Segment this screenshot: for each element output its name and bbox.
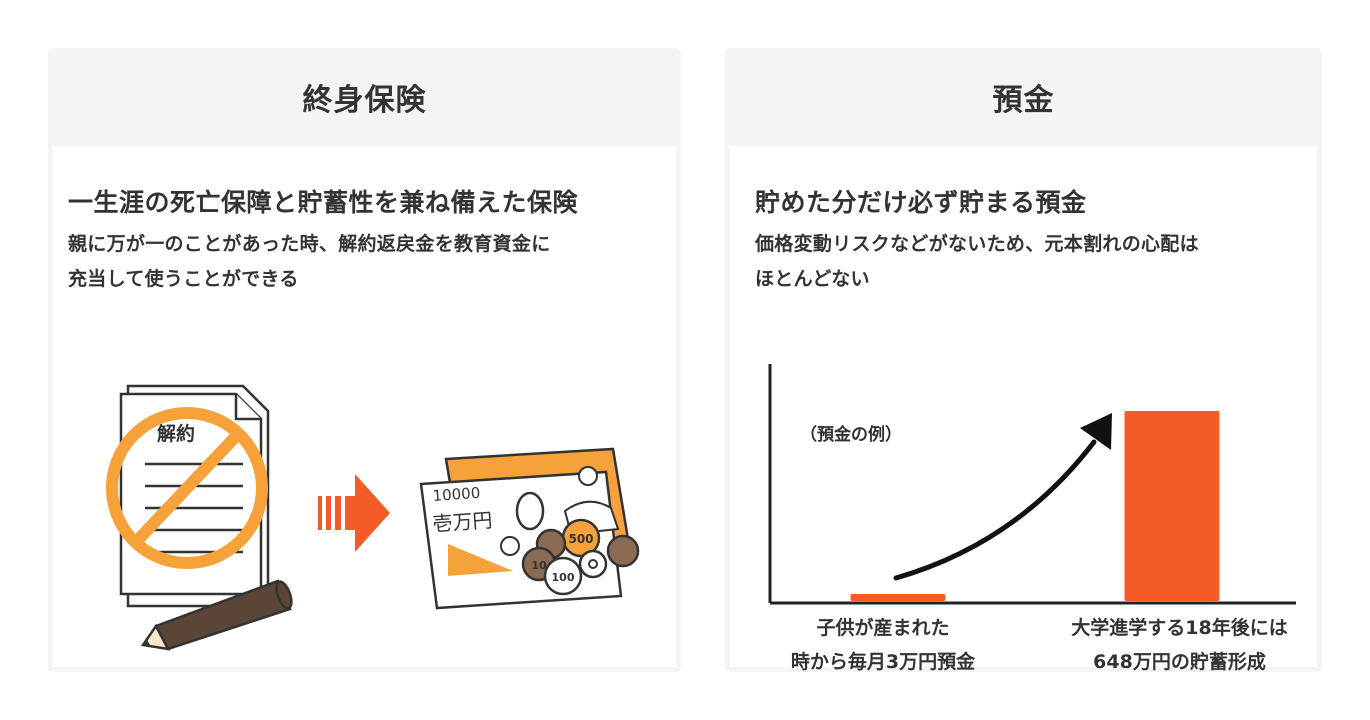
growth-arrow-icon — [893, 413, 1112, 581]
coin-500-label: 500 — [568, 532, 593, 546]
whole-life-insurance-card: 終身保険 一生涯の死亡保障と貯蓄性を兼ね備えた保険 親に万が一のことがあった時、… — [48, 48, 681, 672]
cancellation-illustration: 解約 — [106, 384, 640, 651]
card-title: 終身保険 — [302, 83, 427, 118]
chart-axes — [768, 364, 1296, 605]
description-line-1: 価格変動リスクなどがないため、元本割れの心配は — [755, 233, 1199, 255]
right-arrow-icon — [318, 474, 390, 552]
chart-bars — [850, 411, 1220, 601]
coin-100-label: 100 — [552, 571, 575, 584]
money-icon: 10000 壱万円 500 10 100 — [419, 447, 640, 610]
caption-line-1: 大学進学する18年後には — [1071, 617, 1288, 639]
headline: 貯めた分だけ必ず貯まる預金 — [755, 188, 1087, 217]
description-line-1: 親に万が一のことがあった時、解約返戻金を教育資金に — [68, 233, 551, 255]
card-body: 一生涯の死亡保障と貯蓄性を兼ね備えた保険 親に万が一のことがあった時、解約返戻金… — [53, 146, 676, 667]
document-label: 解約 — [157, 422, 195, 445]
savings-card: 預金 貯めた分だけ必ず貯まる預金 価格変動リスクなどがないため、元本割れの心配は… — [725, 48, 1322, 673]
caption-line-1: 子供が産まれた — [816, 617, 950, 639]
card-body: 貯めた分だけ必ず貯まる預金 価格変動リスクなどがないため、元本割れの心配は ほと… — [730, 146, 1317, 673]
caption-line-2: 時から毎月3万円預金 — [790, 651, 976, 673]
bar-caption-end: 大学進学する18年後には 648万円の貯蓄形成 — [1042, 611, 1317, 679]
savings-chart: （預金の例） — [768, 364, 1296, 605]
bill-number: 10000 — [432, 484, 481, 505]
bill-text: 壱万円 — [432, 508, 494, 536]
description: 親に万が一のことがあった時、解約返戻金を教育資金に 充当して使うことができる — [68, 227, 551, 297]
prohibited-icon — [106, 407, 268, 569]
description-line-2: ほとんどない — [755, 268, 870, 290]
headline: 一生涯の死亡保障と貯蓄性を兼ね備えた保険 — [68, 188, 579, 217]
pencil-icon — [140, 579, 293, 651]
description-line-2: 充当して使うことができる — [68, 268, 299, 290]
chart-note: （預金の例） — [800, 424, 902, 445]
coin-10-label: 10 — [531, 559, 547, 572]
caption-line-2: 648万円の貯蓄形成 — [1093, 651, 1266, 673]
card-title: 預金 — [992, 83, 1055, 118]
bar-2 — [1124, 411, 1220, 601]
bar-1 — [850, 594, 946, 601]
bar-caption-start: 子供が産まれた 時から毎月3万円預金 — [776, 611, 990, 679]
description: 価格変動リスクなどがないため、元本割れの心配は ほとんどない — [755, 227, 1199, 297]
